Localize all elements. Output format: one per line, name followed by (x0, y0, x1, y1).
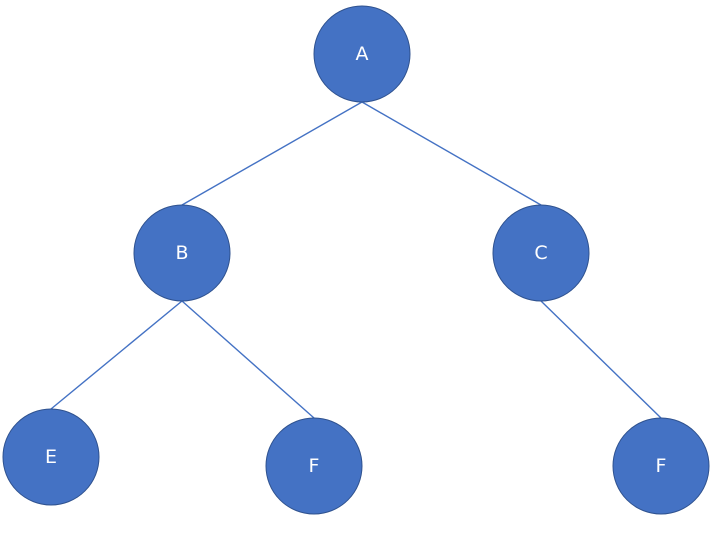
node-e-label: E (45, 446, 57, 468)
node-f-right-label: F (656, 455, 667, 477)
node-b-label: B (175, 242, 188, 264)
node-e-circle (2, 408, 100, 506)
node-a-label: A (356, 43, 369, 65)
node-c-circle (492, 204, 590, 302)
node-b: B (133, 204, 231, 302)
edge-b-e (50, 300, 183, 410)
tree-edges (50, 101, 662, 419)
node-f-left-circle (265, 417, 363, 515)
edge-c-f (540, 300, 662, 419)
node-c-label: C (534, 242, 547, 264)
edge-a-c (361, 101, 542, 206)
node-c: C (492, 204, 590, 302)
edge-b-f (181, 300, 315, 419)
node-b-circle (133, 204, 231, 302)
node-f-right-circle (612, 417, 710, 515)
edge-a-b (181, 101, 363, 206)
node-a-circle (313, 5, 411, 103)
node-a: A (313, 5, 411, 103)
node-f-left: F (265, 417, 363, 515)
node-e: E (2, 408, 100, 506)
tree-nodes: A B C E F F (2, 5, 710, 515)
node-f-left-label: F (309, 455, 320, 477)
node-f-right: F (612, 417, 710, 515)
